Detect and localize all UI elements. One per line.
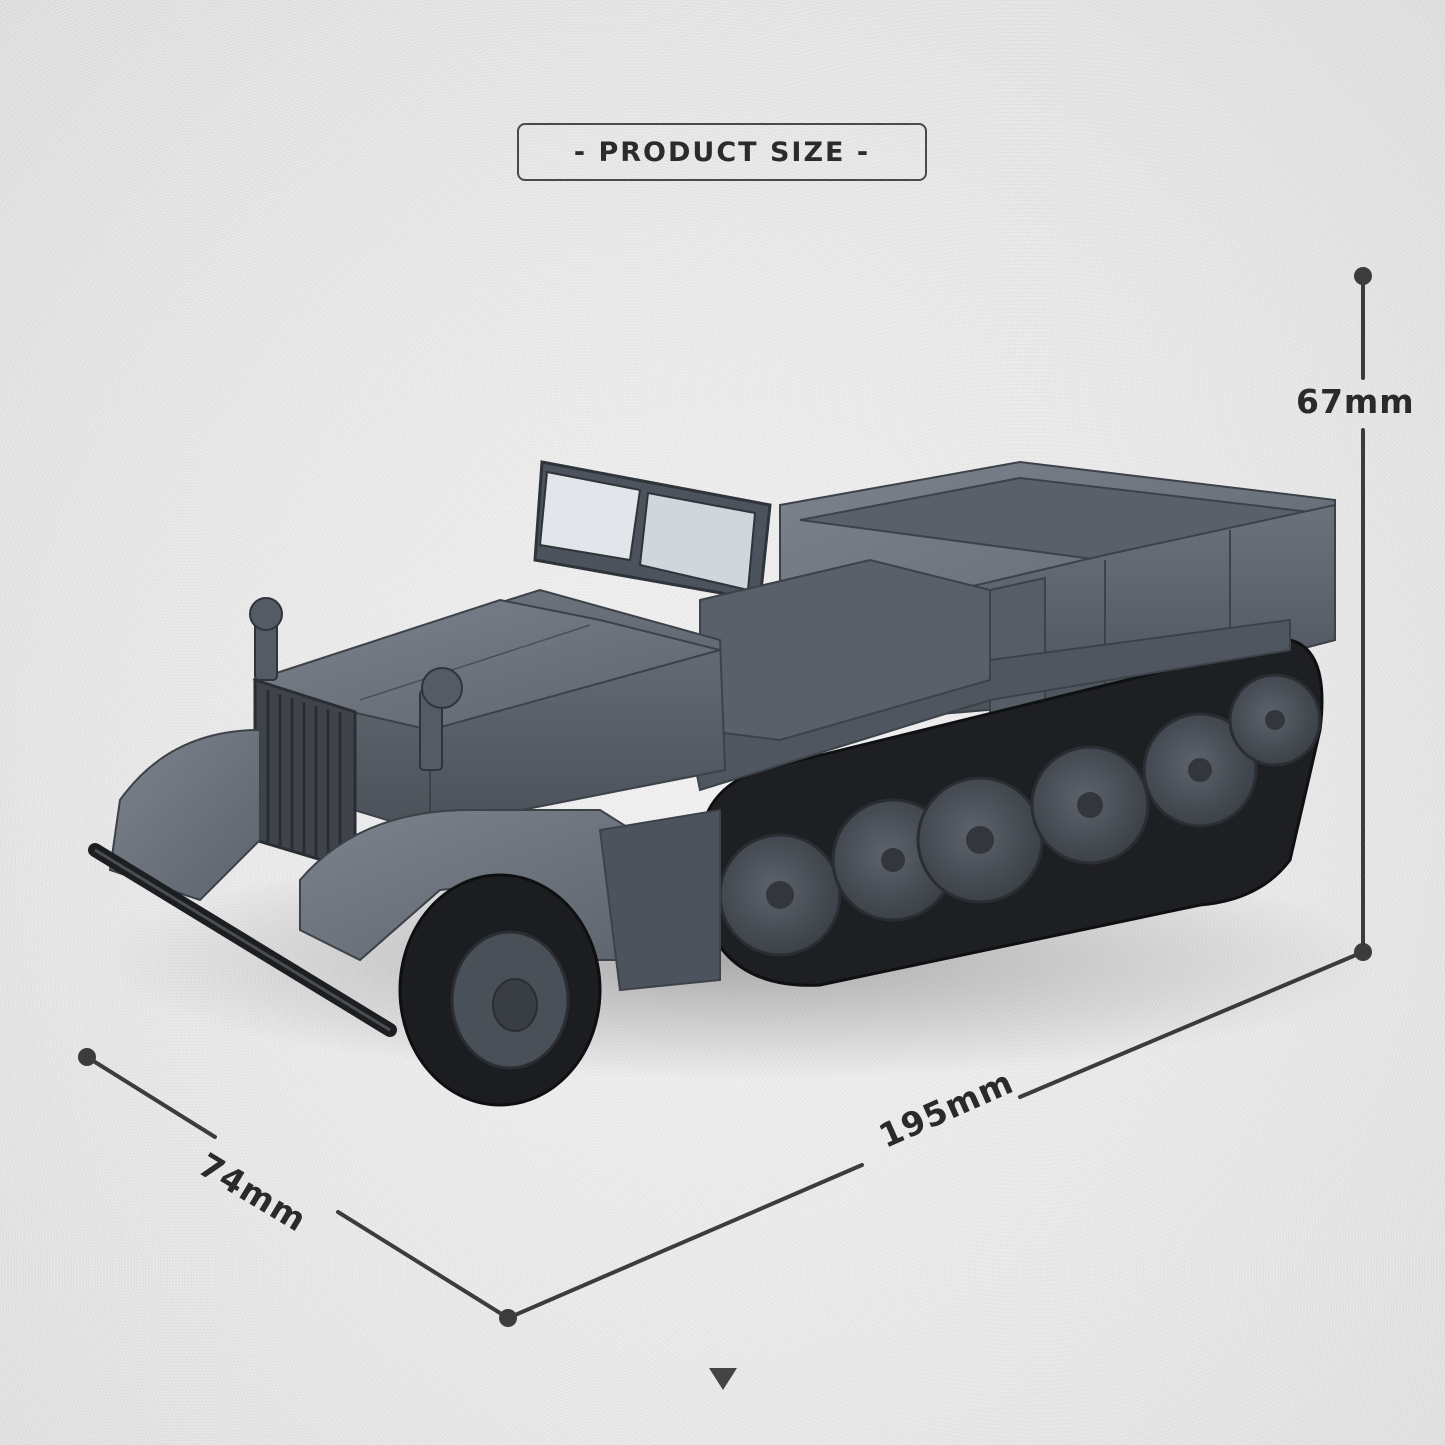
product-size-title-text: - PRODUCT SIZE -: [573, 136, 871, 168]
track-assembly: [698, 638, 1324, 987]
front-bumper: [88, 843, 397, 1037]
down-triangle-icon: [709, 1368, 737, 1390]
side-step: [598, 808, 721, 992]
headlights: [249, 597, 463, 771]
bottom-endpoint-dot: [499, 1309, 517, 1327]
product-size-title: - PRODUCT SIZE -: [517, 123, 927, 181]
cab: [533, 460, 991, 742]
length-line-left: [506, 1163, 864, 1320]
width-left-endpoint-dot: [78, 1048, 96, 1066]
radiator-grille: [253, 677, 357, 873]
width-line-bottom: [336, 1210, 510, 1320]
front-wheel: [398, 873, 602, 1107]
windshield-left: [538, 470, 642, 562]
height-dimension-label: 67mm: [1296, 382, 1415, 421]
width-line-top: [85, 1055, 217, 1139]
height-top-endpoint-dot: [1354, 267, 1372, 285]
